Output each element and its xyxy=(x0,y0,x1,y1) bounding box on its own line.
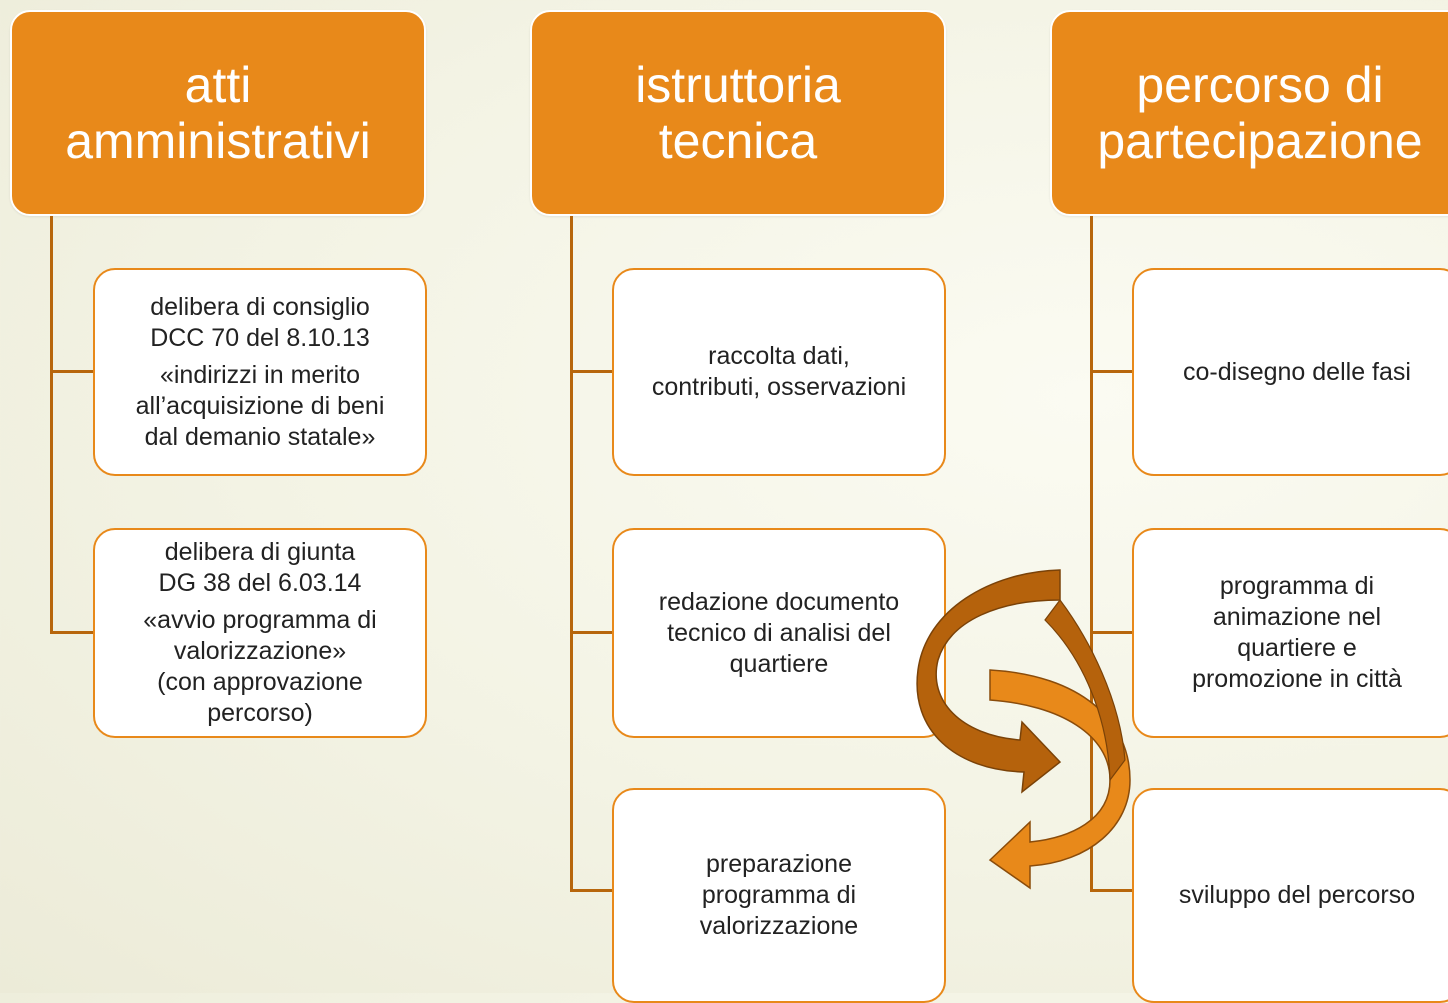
connector-vertical xyxy=(1090,216,1093,892)
node-text: delibera di consiglio xyxy=(150,292,370,321)
node-text: valorizzazione xyxy=(699,912,859,940)
curved-arrow-right xyxy=(916,569,1062,794)
node-programma-animazione: programma di animazione nel quartiere e … xyxy=(1132,528,1448,738)
connector-branch xyxy=(50,370,94,373)
node-text: percorso) xyxy=(207,699,313,727)
node-text: animazione nel xyxy=(1212,603,1382,631)
node-text: promozione in città xyxy=(1192,665,1402,693)
node-text: raccolta dati, xyxy=(708,342,850,370)
node-raccolta-dati: raccolta dati, contributi, osservazioni xyxy=(612,268,946,476)
node-text: dal demanio statale» xyxy=(144,422,376,451)
node-text: all’acquisizione di beni xyxy=(135,391,385,420)
node-text: valorizzazione» xyxy=(173,637,347,665)
header-line: tecnica xyxy=(658,113,818,169)
curved-arrow-fold xyxy=(1044,598,1126,782)
connector-branch xyxy=(570,370,614,373)
node-text: (con approvazione xyxy=(157,668,363,696)
node-text: delibera di giunta xyxy=(164,538,356,566)
connector-branch xyxy=(1090,370,1134,373)
node-delibera-consiglio: delibera di consiglio DCC 70 del 8.10.13… xyxy=(93,268,427,476)
connector-branch xyxy=(1090,631,1134,634)
node-text: contributi, osservazioni xyxy=(651,373,907,401)
node-co-disegno: co-disegno delle fasi xyxy=(1132,268,1448,476)
header-line: partecipazione xyxy=(1097,113,1423,169)
node-text: sviluppo del percorso xyxy=(1178,881,1416,909)
header-istruttoria-tecnica: istruttoria tecnica xyxy=(530,10,946,216)
node-sviluppo-percorso: sviluppo del percorso xyxy=(1132,788,1448,1003)
connector-vertical xyxy=(50,216,53,634)
connector-branch xyxy=(570,889,614,892)
connector-vertical xyxy=(570,216,573,892)
connector-branch xyxy=(1090,889,1134,892)
node-text: «avvio programma di xyxy=(143,606,377,634)
header-line: atti xyxy=(184,57,252,113)
node-delibera-giunta: delibera di giunta DG 38 del 6.03.14 «av… xyxy=(93,528,427,738)
node-text: preparazione xyxy=(706,850,852,878)
node-text: redazione documento xyxy=(658,587,900,616)
node-text: quartiere xyxy=(729,649,829,678)
header-line: percorso di xyxy=(1136,57,1384,113)
node-preparazione-programma: preparazione programma di valorizzazione xyxy=(612,788,946,1003)
node-text: tecnico di analisi del xyxy=(667,618,891,647)
header-atti-amministrativi: atti amministrativi xyxy=(10,10,426,216)
node-text: co-disegno delle fasi xyxy=(1183,357,1411,386)
header-percorso-partecipazione: percorso di partecipazione xyxy=(1050,10,1448,216)
node-text: «indirizzi in merito xyxy=(159,360,361,389)
connector-branch xyxy=(570,631,614,634)
node-text: DG 38 del 6.03.14 xyxy=(158,569,362,597)
node-text: programma di xyxy=(701,881,857,909)
node-redazione-documento: redazione documento tecnico di analisi d… xyxy=(612,528,946,738)
node-text: quartiere e xyxy=(1237,634,1357,662)
connector-branch xyxy=(50,631,94,634)
node-text: programma di xyxy=(1219,572,1375,600)
header-line: istruttoria xyxy=(635,57,841,113)
header-line: amministrativi xyxy=(65,113,371,169)
node-text: DCC 70 del 8.10.13 xyxy=(150,323,370,352)
